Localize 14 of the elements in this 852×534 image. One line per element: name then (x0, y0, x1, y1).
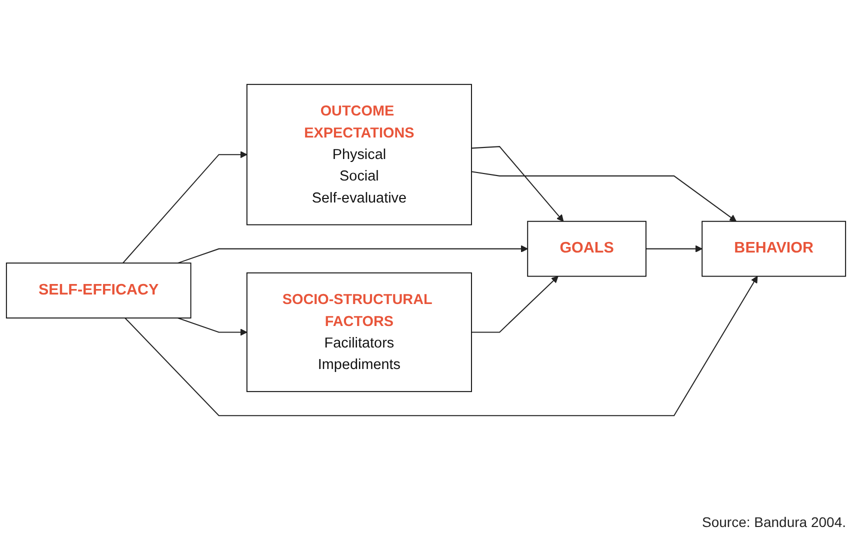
node-box: SELF-EFFICACY (6, 262, 192, 318)
arrow (124, 276, 758, 416)
source-note: Source: Bandura 2004. (702, 514, 846, 530)
node-box: GOALS (527, 220, 646, 277)
arrow (471, 146, 564, 222)
arrow (178, 317, 248, 336)
arrow (122, 151, 248, 264)
arrow (646, 245, 702, 252)
node-box: SOCIO-STRUCTURAL FACTORS Facilitators Impediments (246, 272, 472, 392)
node-box: OUTCOME EXPECTATIONS Physical Social Self-evaluative (246, 84, 472, 226)
node-box: BEHAVIOR (702, 220, 846, 277)
arrow (471, 171, 737, 222)
arrow (471, 276, 558, 333)
arrow (178, 245, 528, 264)
